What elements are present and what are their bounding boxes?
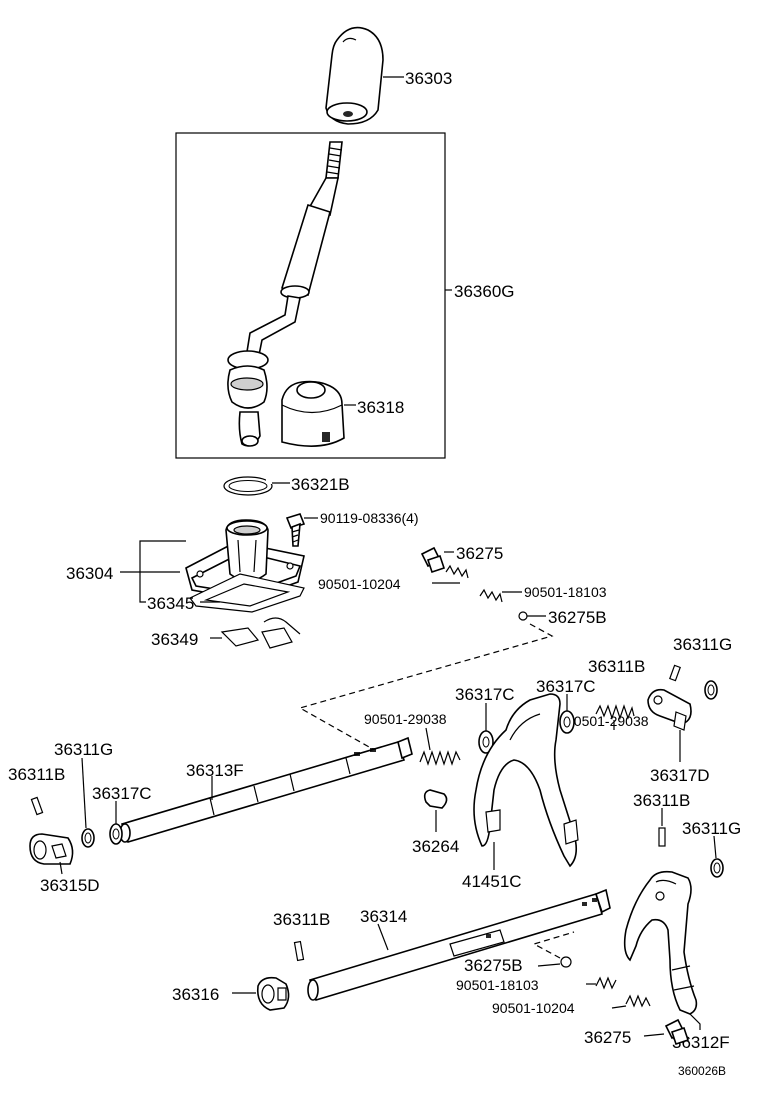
label-lever-seat: 36318	[357, 398, 404, 417]
shift-fork-upper	[473, 693, 579, 868]
spring-right-29038	[595, 704, 635, 720]
label-lever-retainer: 36304	[66, 564, 113, 583]
label-lever-assembly: 36360G	[454, 282, 515, 301]
label-upper-spring-18103: 90501-18103	[524, 584, 607, 600]
retainer-springs	[220, 617, 301, 649]
label-lower-plug: 36275	[584, 1028, 631, 1047]
lower-ball	[560, 956, 572, 968]
lower-plug	[664, 1018, 690, 1046]
pin-left	[30, 796, 44, 816]
interlock-pin	[423, 789, 448, 809]
lever-assembly-frame	[175, 132, 446, 459]
label-upper-ball: 36275B	[548, 608, 607, 627]
label-head-lower: 36316	[172, 985, 219, 1004]
label-spring-left-29038: 90501-29038	[364, 711, 447, 727]
label-pin-right-top: 36311B	[588, 657, 645, 676]
lower-spring-10204	[625, 994, 651, 1008]
label-retainer-bolt: 90119-08336(4)	[320, 510, 419, 526]
shift-knob	[325, 26, 384, 125]
shift-shaft-upper	[119, 736, 413, 843]
label-pin-left: 36311B	[8, 765, 65, 784]
label-shaft-lower: 36314	[360, 907, 407, 926]
shift-head-lower	[256, 976, 290, 1011]
shift-head-left	[29, 833, 74, 865]
label-knob: 36303	[405, 69, 452, 88]
label-washer-left: 36317C	[92, 784, 152, 803]
label-lower-ball: 36275B	[464, 956, 523, 975]
label-pin-lower: 36311B	[273, 910, 330, 929]
label-head-left: 36315D	[40, 876, 100, 895]
label-ring-left: 36311G	[54, 740, 113, 759]
alignment-line-lower	[532, 931, 575, 959]
label-upper-plug: 36275	[456, 544, 503, 563]
shift-head-right	[647, 688, 692, 731]
drawing-number: 360026B	[678, 1064, 726, 1078]
label-fork-upper: 41451C	[462, 872, 522, 891]
pin-lower	[293, 940, 305, 962]
retainer-bolt	[285, 513, 306, 547]
upper-plug	[420, 546, 446, 574]
label-retainer-springs: 36349	[151, 630, 198, 649]
label-upper-spring-10204: 90501-10204	[318, 576, 401, 592]
snap-ring	[223, 476, 273, 496]
spring-left-29038	[419, 750, 461, 766]
label-lower-spring-18103: 90501-18103	[456, 977, 539, 993]
label-shaft-upper: 36313F	[186, 761, 244, 780]
upper-ball	[518, 611, 528, 621]
label-snap-ring: 36321B	[291, 475, 350, 494]
pin-right-top	[669, 664, 681, 682]
label-washer-fork-b: 36317C	[536, 677, 596, 696]
pin-right-mid	[658, 827, 666, 847]
label-washer-fork-a: 36317C	[455, 685, 515, 704]
shift-shaft-lower	[307, 888, 611, 1001]
label-head-right: 36317D	[650, 766, 710, 785]
label-interlock-pin: 36264	[412, 837, 459, 856]
upper-spring-18103	[479, 588, 503, 603]
label-pin-right-mid: 36311B	[633, 791, 690, 810]
shift-lever	[227, 141, 343, 447]
lever-seat	[281, 380, 345, 447]
label-ring-right-top: 36311G	[673, 635, 732, 654]
label-retainer-gasket: 36345	[147, 594, 194, 613]
label-lower-spring-10204: 90501-10204	[492, 1000, 575, 1016]
label-ring-right-mid: 36311G	[682, 819, 741, 838]
upper-spring-10204	[445, 564, 469, 579]
shift-fork-lower	[623, 870, 698, 1015]
label-spring-right-29038: 90501-29038	[566, 713, 649, 729]
lower-spring-18103	[595, 976, 617, 990]
alignment-line-upper	[298, 623, 554, 753]
